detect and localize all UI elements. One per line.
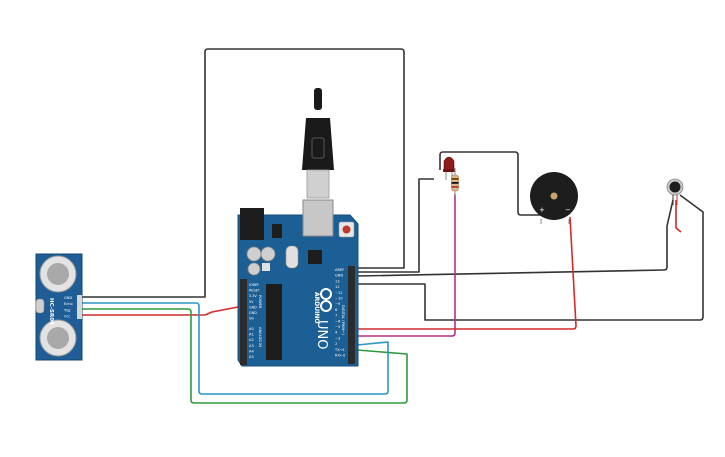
arduino-brand-label: ARDUINO [313, 292, 320, 323]
sensor-pin-header [77, 295, 82, 319]
analog-pin-label: A1 [249, 333, 254, 337]
digital-header [348, 266, 355, 364]
capacitor-3 [247, 262, 261, 276]
wire-sensor-trig[interactable] [80, 308, 408, 404]
wire-buzzer-signal[interactable] [357, 216, 577, 330]
digital-pin-label: 12 [335, 285, 340, 289]
wire-motor-signal[interactable] [675, 200, 682, 233]
power-pin-label: 5V [249, 300, 254, 304]
vibration-motor[interactable] [666, 178, 684, 205]
digital-pin-label: ~10 [335, 297, 343, 301]
digital-pin-label: 8 [335, 308, 338, 312]
sensor-pin-label: GND [64, 296, 72, 300]
wire-gnd-buzzer[interactable] [357, 178, 434, 273]
capacitor-2 [260, 246, 276, 262]
power-pin-label: Vin [249, 317, 254, 321]
buzzer-center [550, 192, 558, 200]
sensor-pin-label: Echo [64, 302, 73, 306]
arduino-model-label: UNO [314, 320, 329, 349]
digital-pin-label: 13 [335, 279, 340, 283]
power-pin-label: GND [249, 311, 257, 315]
power-pin-label: RESET [249, 289, 261, 293]
digital-pin-label: TX→1 [334, 348, 345, 352]
wire-gnd-motor[interactable] [356, 199, 674, 277]
usb-b-port [302, 199, 334, 237]
usb-plug-grip [311, 137, 325, 159]
power-analog-header [240, 279, 247, 365]
sensor-pin-label: Trig [63, 308, 70, 312]
digital-pin-label: ~3 [335, 336, 340, 340]
usb-cable[interactable] [302, 88, 334, 199]
arduino-uno-board[interactable]: ARDUINO UNO AREFGND1312~11~10~987~6~54~3… [237, 199, 359, 367]
analog-section-label: ANALOG IN [258, 327, 262, 347]
digital-pin-label: AREF [335, 268, 344, 272]
wire-gnd-motor-return[interactable] [357, 194, 704, 321]
piezo-buzzer[interactable]: + − [530, 172, 578, 224]
analog-pin-label: A5 [249, 355, 254, 359]
buzzer-minus-label: − [565, 206, 571, 214]
wire-sensor-echo[interactable] [80, 302, 389, 395]
power-pin-label: GND [249, 305, 257, 309]
sensor-model-label: HC-SR04 [48, 298, 54, 325]
wire-led-signal[interactable] [357, 194, 456, 337]
sensor-transducer-bottom [39, 319, 77, 357]
digital-pin-label: ~9 [335, 302, 341, 306]
digital-pin-label: ~11 [335, 291, 343, 295]
digital-pin-label: 7 [335, 314, 337, 318]
usb-plug-housing [302, 118, 334, 170]
crystal [285, 245, 299, 269]
sensor-pin-label: Vcc [64, 315, 70, 319]
wire-gnd-top-loop[interactable] [80, 48, 405, 298]
digital-pin-label: ~6 [335, 319, 341, 323]
analog-pin-label: A3 [249, 344, 254, 348]
sensor-crystal [35, 298, 45, 314]
sensor-transducer-top [39, 255, 77, 293]
usb-chip [308, 250, 322, 264]
wire-sensor-vcc[interactable] [80, 306, 239, 316]
atmega-chip [266, 284, 282, 360]
small-chip [272, 224, 282, 238]
analog-pin-label: A2 [249, 338, 254, 342]
wire-buzzer-negative-loop[interactable] [439, 151, 541, 216]
power-section-label: POWER [258, 295, 262, 309]
arduino-logo [320, 288, 332, 312]
digital-pin-label: RX←0 [335, 354, 346, 358]
power-pin-label: IOREF [249, 283, 259, 287]
power-jack [240, 208, 264, 240]
digital-pin-label: 2 [335, 342, 337, 346]
usb-cable-strain [314, 88, 322, 110]
regulator [262, 263, 270, 271]
wires [80, 48, 704, 404]
usb-plug-metal [306, 169, 330, 199]
capacitor-1 [246, 246, 262, 262]
digital-pin-label: ~5 [335, 325, 340, 329]
analog-pin-label: A0 [249, 327, 254, 331]
digital-pin-label: 4 [335, 331, 338, 335]
analog-pin-label: A4 [249, 349, 254, 353]
buzzer-plus-label: + [539, 206, 545, 214]
digital-pin-label: GND [335, 274, 343, 278]
power-pin-label: 3.3V [249, 294, 257, 298]
resistor[interactable] [451, 168, 459, 196]
reset-button-cap[interactable] [342, 225, 351, 234]
digital-section-label: DIGITAL (PWM~) [341, 305, 345, 335]
